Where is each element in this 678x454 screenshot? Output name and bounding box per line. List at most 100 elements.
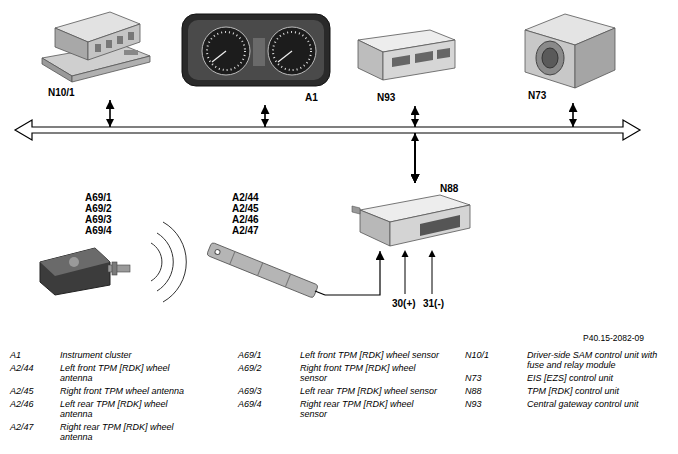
eis-module: N73	[515, 5, 625, 103]
legend-row: N93Central gateway control unit	[465, 399, 667, 409]
part-code: A69/3	[238, 386, 300, 396]
speedometer	[202, 27, 250, 75]
antenna-rib	[285, 274, 290, 287]
arrowhead	[261, 119, 269, 127]
legend-row: N73EIS [EZS] control unit	[465, 373, 667, 383]
arrowhead	[106, 119, 114, 127]
part-description: Central gateway control unit	[527, 399, 667, 409]
needle	[278, 51, 292, 62]
part-code: A69/2	[238, 363, 300, 383]
valve-nut	[112, 262, 117, 275]
key-slot	[542, 48, 558, 68]
part-description: TPM [RDK] control unit	[527, 386, 667, 396]
callout-number: A1	[305, 92, 318, 103]
legend-column: N10/1Driver-side SAM control unit with f…	[465, 350, 667, 412]
cluster-face	[188, 20, 324, 80]
arrowhead	[569, 119, 577, 127]
label-holder: 31(-)	[423, 298, 444, 309]
wave	[151, 243, 162, 281]
label-holder: P40.15-2082-09	[583, 333, 644, 343]
part-code: A2/47	[10, 422, 60, 442]
needle	[212, 51, 226, 62]
bus-connection	[415, 103, 573, 183]
legend-row: A2/47Right rear TPM [RDK] wheel antenna	[10, 422, 200, 442]
part-code: N73	[465, 373, 527, 383]
bus-connection	[110, 100, 415, 183]
box-side	[383, 40, 455, 80]
part-code: N10/1	[465, 350, 527, 370]
arrowhead	[402, 250, 409, 257]
sensor-body	[40, 248, 110, 295]
part-description: Left front TPM [RDK] wheel antenna	[60, 363, 200, 383]
legend-row: A2/44Left front TPM [RDK] wheel antenna	[10, 363, 200, 383]
part-code: A2/45	[10, 386, 60, 396]
block-side	[88, 24, 140, 60]
eis-picture	[525, 14, 615, 88]
callout-list: A2/44 A2/45 A2/46 A2/47	[232, 192, 259, 236]
instrument-cluster: A1	[178, 5, 333, 105]
sensor-logo	[69, 257, 79, 267]
ground-line	[432, 256, 433, 294]
connector-slot	[437, 48, 450, 59]
part-code: A69/1	[238, 350, 300, 360]
antenna-picture	[207, 242, 325, 298]
terminal-label: 31(-)	[423, 298, 444, 309]
part-code: A69/4	[238, 399, 300, 419]
sam-module-picture	[42, 12, 150, 82]
connector-slot	[415, 51, 433, 63]
legend-row: A69/2Right front TPM [RDK] wheel sensor	[238, 363, 440, 383]
callout-number: N10/1	[48, 87, 75, 98]
fuse	[106, 40, 112, 48]
cube-side	[575, 28, 615, 88]
legend-row: A69/3Left rear TPM [RDK] wheel sensor	[238, 386, 440, 396]
antenna-rib	[258, 263, 263, 276]
sensor-top	[40, 248, 110, 276]
legend-row: N10/1Driver-side SAM control unit with f…	[465, 350, 667, 370]
antenna-body	[207, 242, 319, 298]
part-code: A2/44	[10, 363, 60, 383]
legend-column: A69/1Left front TPM [RDK] wheel sensorA6…	[238, 350, 440, 422]
tachometer	[268, 27, 316, 75]
legend-row: A2/45Right front TPM wheel antenna	[10, 386, 200, 396]
arrowhead	[411, 119, 419, 127]
antenna-strip	[207, 242, 319, 298]
part-description: Left rear TPM [RDK] wheel sensor	[300, 386, 440, 396]
fuse	[117, 36, 123, 44]
wave	[157, 233, 173, 291]
part-description: Right front TPM wheel antenna	[60, 386, 200, 396]
label-holder: 30(+)	[392, 298, 416, 309]
mounting-tab	[352, 206, 360, 214]
wheel-antenna: A2/44 A2/45 A2/46 A2/47	[200, 190, 325, 302]
antenna-wire	[315, 291, 325, 295]
callout-list: A69/1 A69/2 A69/3 A69/4	[85, 192, 112, 236]
dial-ticks	[273, 32, 311, 70]
box-front	[358, 40, 383, 80]
cluster-housing	[182, 14, 330, 86]
figure-number: P40.15-2082-09	[583, 333, 644, 343]
sam-module: N10/1	[40, 5, 152, 100]
legend-row: A69/4Right rear TPM [RDK] wheel sensor	[238, 399, 440, 419]
box-side	[390, 205, 470, 246]
bus-connection	[265, 105, 415, 183]
callout-number: N73	[528, 90, 546, 101]
tpm-unit-picture	[352, 195, 470, 246]
supply-line	[405, 256, 406, 294]
supply-arrows	[402, 250, 436, 294]
base-side	[72, 56, 150, 82]
wave	[163, 222, 186, 302]
arrowhead	[411, 133, 419, 141]
terminal-label: 30(+)	[392, 298, 416, 309]
callout-number: N88	[440, 183, 458, 194]
bus-arrow	[15, 120, 640, 140]
block-front	[55, 28, 88, 60]
part-description: Driver-side SAM control unit with fuse a…	[527, 350, 667, 370]
instrument-cluster-picture	[182, 14, 330, 86]
sensor-picture	[40, 248, 130, 295]
fuse	[128, 32, 134, 40]
part-description: Right rear TPM [RDK] wheel sensor	[300, 399, 440, 419]
part-code: A1	[10, 350, 60, 360]
legend-row: A69/1Left front TPM [RDK] wheel sensor	[238, 350, 440, 360]
legend-row: A2/46Left rear TPM [RDK] wheel antenna	[10, 399, 200, 419]
